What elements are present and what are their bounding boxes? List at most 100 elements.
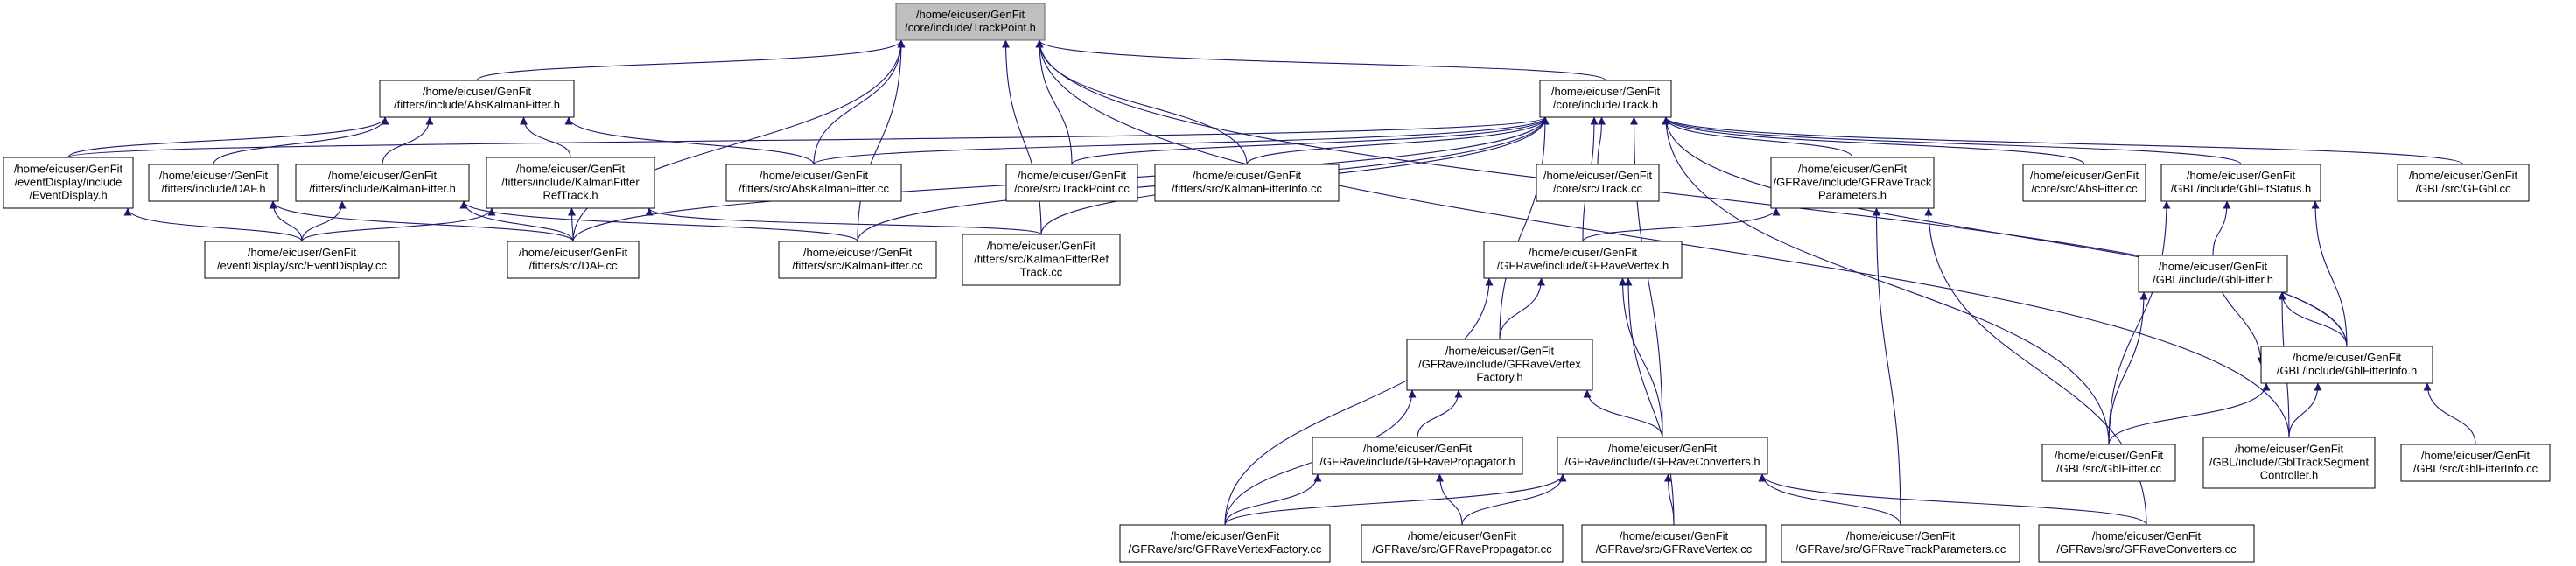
node-label-line: /home/eicuser/GenFit — [519, 246, 628, 259]
dependency-edge-gfravevertexfactory_h-to-gfravevertex_h — [1499, 277, 1545, 340]
dependency-edge-gfravevertexfactory_cc-to-gfravepropagator_h — [1224, 473, 1322, 526]
graph-node-kalmanfitterinfo_cc[interactable]: /home/eicuser/GenFit/fitters/src/KalmanF… — [1154, 164, 1340, 202]
node-label-line: /fitters/src/DAF.cc — [528, 259, 618, 272]
graph-node-abskalmanfitter_h[interactable]: /home/eicuser/GenFit/fitters/include/Abs… — [379, 80, 575, 118]
node-box — [2260, 346, 2433, 384]
node-label-line: /home/eicuser/GenFit — [2235, 443, 2344, 456]
node-box — [204, 241, 400, 279]
dependency-edge-gblfitterinfo_cc-to-gblfitterinfo_h — [2423, 382, 2476, 445]
dependency-edge-gfravetrackparameters_h-to-track_h — [1662, 116, 1853, 158]
dependency-edge-track_h-to-trackpoint_h — [1035, 39, 1606, 81]
graph-node-gbltracksegmentcontroller_h[interactable]: /home/eicuser/GenFit/GBL/include/GblTrac… — [2202, 437, 2376, 489]
node-label-line: /GFRave/include/GFRaveTrack — [1774, 176, 1932, 189]
node-label-line: /GBL/include/GblFitter.h — [2152, 273, 2273, 286]
graph-node-gfraveconverters_h[interactable]: /home/eicuser/GenFit/GFRave/include/GFRa… — [1557, 437, 1768, 475]
node-label-line: /GFRave/include/GFRaveVertex — [1418, 358, 1581, 371]
dependency-edge-gblfitterinfo_h-to-track_h — [1662, 116, 2348, 347]
node-label-line: /GFRave/src/GFRaveVertexFactory.cc — [1129, 542, 1322, 556]
node-label-line: /GBL/include/GblFitStatus.h — [2171, 182, 2311, 195]
graph-node-gblfitter_cc[interactable]: /home/eicuser/GenFit/GBL/src/GblFitter.c… — [2041, 444, 2176, 482]
node-label-line: Track.cc — [1020, 266, 1063, 279]
node-label-line: /home/eicuser/GenFit — [423, 85, 532, 98]
graph-node-gfravetrackparameters_cc[interactable]: /home/eicuser/GenFit/GFRave/src/GFRaveTr… — [1781, 524, 2020, 563]
node-box — [2038, 524, 2255, 563]
node-label-line: /core/include/TrackPoint.h — [905, 21, 1036, 34]
node-label-line: Controller.h — [2260, 469, 2318, 482]
node-box — [2400, 444, 2551, 482]
dependency-edge-gblfitter_cc-to-gblfitterinfo_h — [2108, 382, 2271, 445]
node-box — [1361, 524, 1564, 563]
node-label-line: /home/eicuser/GenFit — [916, 8, 1026, 21]
node-label-line: /home/eicuser/GenFit — [1529, 246, 1638, 259]
node-box — [486, 157, 655, 209]
dependency-edge-gblfitstatus_h-to-track_h — [1662, 116, 2242, 165]
node-label-line: /GFRave/src/GFRaveVertex.cc — [1596, 542, 1753, 556]
dependency-edge-gfravevertexfactory_h-to-track_h — [1499, 116, 1550, 340]
node-label-line: /GBL/include/GblTrackSegment — [2209, 456, 2370, 469]
node-box — [1581, 524, 1767, 563]
graph-node-track_h[interactable]: /home/eicuser/GenFit/core/include/Track.… — [1539, 80, 1672, 118]
node-label-line: /fitters/include/AbsKalmanFitter.h — [394, 98, 560, 111]
dependency-edge-abskalmanfitter_h-to-trackpoint_h — [476, 39, 906, 81]
node-label-line: /core/src/Track.cc — [1553, 182, 1643, 195]
node-box — [1312, 437, 1523, 475]
graph-node-gfravevertexfactory_cc[interactable]: /home/eicuser/GenFit/GFRave/src/GFRaveVe… — [1119, 524, 1331, 563]
node-label-line: /GFRave/include/GFRaveConverters.h — [1564, 455, 1760, 468]
node-label-line: Factory.h — [1476, 371, 1522, 384]
graph-node-gfgbl_cc[interactable]: /home/eicuser/GenFit/GBL/src/GFGbl.cc — [2397, 164, 2530, 202]
graph-node-gblfitterinfo_cc[interactable]: /home/eicuser/GenFit/GBL/src/GblFitterIn… — [2400, 444, 2551, 482]
node-label-line: /eventDisplay/src/EventDisplay.cc — [217, 259, 388, 272]
dependency-edge-kalmanfitterinfo_cc-to-track_h — [1246, 116, 1550, 165]
graph-node-gfravevertexfactory_h[interactable]: /home/eicuser/GenFit/GFRave/include/GFRa… — [1406, 339, 1593, 391]
graph-node-gfraveconverters_cc[interactable]: /home/eicuser/GenFit/GFRave/src/GFRaveCo… — [2038, 524, 2255, 563]
node-label-line: /GFRave/include/GFRaveVertex.h — [1497, 259, 1670, 272]
dependency-edge-eventdisplay_h-to-abskalmanfitter_h — [67, 116, 389, 158]
node-label-line: /eventDisplay/include — [15, 176, 122, 189]
graph-node-gfravevertex_cc[interactable]: /home/eicuser/GenFit/GFRave/src/GFRaveVe… — [1581, 524, 1767, 563]
dependency-edge-eventdisplay_cc-to-kalmanfitterreftrack_h — [301, 207, 496, 242]
dependency-edge-gfravevertexfactory_cc-to-gfravevertex_h — [1224, 277, 1494, 526]
graph-node-gblfitter_h[interactable]: /home/eicuser/GenFit/GBL/include/GblFitt… — [2138, 255, 2288, 293]
graph-node-eventdisplay_h[interactable]: /home/eicuser/GenFit/eventDisplay/includ… — [3, 157, 134, 209]
graph-node-gfravepropagator_h[interactable]: /home/eicuser/GenFit/GFRave/include/GFRa… — [1312, 437, 1523, 475]
graph-node-daf_cc[interactable]: /home/eicuser/GenFit/fitters/src/DAF.cc — [507, 241, 640, 279]
graph-node-gfravevertex_h[interactable]: /home/eicuser/GenFit/GFRave/include/GFRa… — [1483, 241, 1683, 279]
graph-node-gfravepropagator_cc[interactable]: /home/eicuser/GenFit/GFRave/src/GFRavePr… — [1361, 524, 1564, 563]
dependency-edge-gfraveconverters_h-to-gfravevertexfactory_h — [1583, 389, 1663, 438]
graph-node-trackpoint_h[interactable]: /home/eicuser/GenFit/core/include/TrackP… — [895, 3, 1046, 41]
node-box — [1781, 524, 2020, 563]
node-label-line: /GFRave/src/GFRaveConverters.cc — [2056, 542, 2236, 556]
graph-node-kalmanfitter_h[interactable]: /home/eicuser/GenFit/fitters/include/Kal… — [295, 164, 470, 202]
dependency-edge-gfravevertex_h-to-gfravetrackparameters_h — [1582, 207, 1781, 242]
graph-node-trackpoint_cc[interactable]: /home/eicuser/GenFit/core/src/TrackPoint… — [1005, 164, 1138, 202]
node-box — [2202, 437, 2376, 489]
node-label-line: /home/eicuser/GenFit — [2421, 449, 2530, 462]
graph-node-daf_h[interactable]: /home/eicuser/GenFit/fitters/include/DAF… — [148, 164, 279, 202]
graph-node-eventdisplay_cc[interactable]: /home/eicuser/GenFit/eventDisplay/src/Ev… — [204, 241, 400, 279]
node-label-line: /GFRave/src/GFRavePropagator.cc — [1372, 542, 1552, 556]
node-label-line: /fitters/src/KalmanFitterRef — [974, 253, 1109, 266]
node-label-line: /home/eicuser/GenFit — [803, 246, 913, 259]
graph-node-absfitter_cc[interactable]: /home/eicuser/GenFit/core/src/AbsFitter.… — [2022, 164, 2146, 202]
node-label-line: /home/eicuser/GenFit — [1544, 169, 1653, 182]
graph-node-gblfitterinfo_h[interactable]: /home/eicuser/GenFit/GBL/include/GblFitt… — [2260, 346, 2433, 384]
dependency-edge-gfravepropagator_cc-to-gfraveconverters_h — [1461, 473, 1567, 526]
node-box — [379, 80, 575, 118]
node-box — [1539, 80, 1672, 118]
graph-node-gfravetrackparameters_h[interactable]: /home/eicuser/GenFit/GFRave/include/GFRa… — [1770, 157, 1935, 209]
graph-node-kalmanfitter_cc[interactable]: /home/eicuser/GenFit/fitters/src/KalmanF… — [778, 241, 937, 279]
graph-node-abskalmanfitter_cc[interactable]: /home/eicuser/GenFit/fitters/src/AbsKalm… — [725, 164, 902, 202]
dependency-edge-daf_cc-to-kalmanfitter_h — [459, 200, 574, 242]
graph-node-kalmanfitterreftrack_cc[interactable]: /home/eicuser/GenFit/fitters/src/KalmanF… — [962, 234, 1121, 286]
graph-node-track_cc[interactable]: /home/eicuser/GenFit/core/src/Track.cc — [1536, 164, 1660, 202]
node-box — [1770, 157, 1935, 209]
dependency-edge-gfraveconverters_h-to-gfravevertex_h — [1619, 277, 1663, 438]
node-box — [725, 164, 902, 202]
node-label-line: /fitters/include/KalmanFitter — [501, 176, 640, 189]
graph-node-kalmanfitterreftrack_h[interactable]: /home/eicuser/GenFit/fitters/include/Kal… — [486, 157, 655, 209]
dependency-edge-gfgbl_cc-to-track_h — [1662, 116, 2464, 165]
graph-node-gblfitstatus_h[interactable]: /home/eicuser/GenFit/GBL/include/GblFitS… — [2160, 164, 2321, 202]
node-box — [1005, 164, 1138, 202]
node-label-line: /GBL/src/GblFitterInfo.cc — [2413, 462, 2538, 475]
